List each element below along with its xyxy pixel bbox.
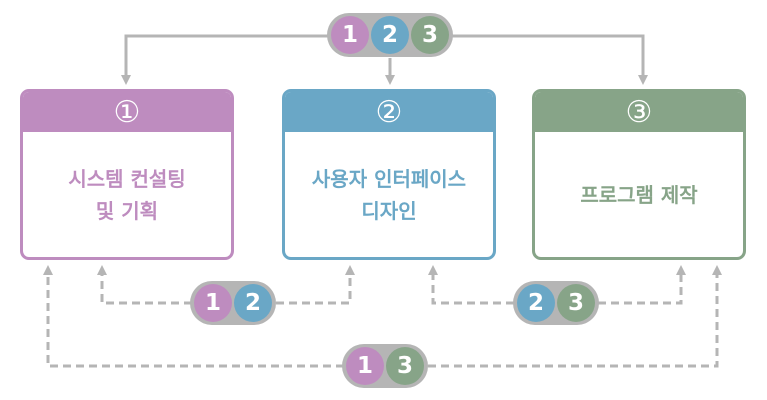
- stage-box-consulting: ① 시스템 컨설팅 및 기획: [20, 89, 234, 260]
- stage-box-program: ③ 프로그램 제작: [532, 89, 746, 260]
- link-2-3-left: [428, 265, 514, 305]
- stage-header-2: ②: [285, 92, 493, 132]
- badge-circle-3: 3: [411, 16, 449, 54]
- top-connector-right: [452, 34, 648, 85]
- badge-circle-3: 3: [557, 284, 595, 322]
- stage-box-ui-design: ② 사용자 인터페이스 디자인: [282, 89, 496, 260]
- top-connector-left: [121, 34, 328, 85]
- badge-circle-2: 2: [371, 16, 409, 54]
- link-1-2-left: [97, 265, 192, 305]
- stage-number-3: ③: [625, 94, 653, 130]
- link-1-3-right: [428, 265, 722, 368]
- badge-circle-3: 3: [386, 347, 424, 385]
- stage-header-3: ③: [535, 92, 743, 132]
- stage-number-1: ①: [113, 94, 141, 130]
- stage-label-2: 사용자 인터페이스 디자인: [311, 166, 467, 223]
- badge-circle-1: 1: [194, 284, 232, 322]
- badge-circle-1: 1: [346, 347, 384, 385]
- link-2-3-right: [598, 265, 686, 305]
- stage-label-1: 시스템 컨설팅 및 기획: [68, 166, 186, 223]
- badge-circle-1: 1: [331, 16, 369, 54]
- stage-header-1: ①: [23, 92, 231, 132]
- link-1-3-left: [43, 265, 344, 368]
- link-1-2-right: [276, 265, 355, 305]
- stage-label-3: 프로그램 제작: [580, 182, 698, 207]
- top-badge-1-2-3: 1 2 3: [327, 13, 453, 57]
- badge-circle-2: 2: [234, 284, 272, 322]
- link-badge-1-3: 1 3: [342, 344, 428, 388]
- stage-number-2: ②: [375, 94, 403, 130]
- link-badge-2-3: 2 3: [513, 281, 599, 325]
- link-badge-1-2: 1 2: [190, 281, 276, 325]
- badge-circle-2: 2: [517, 284, 555, 322]
